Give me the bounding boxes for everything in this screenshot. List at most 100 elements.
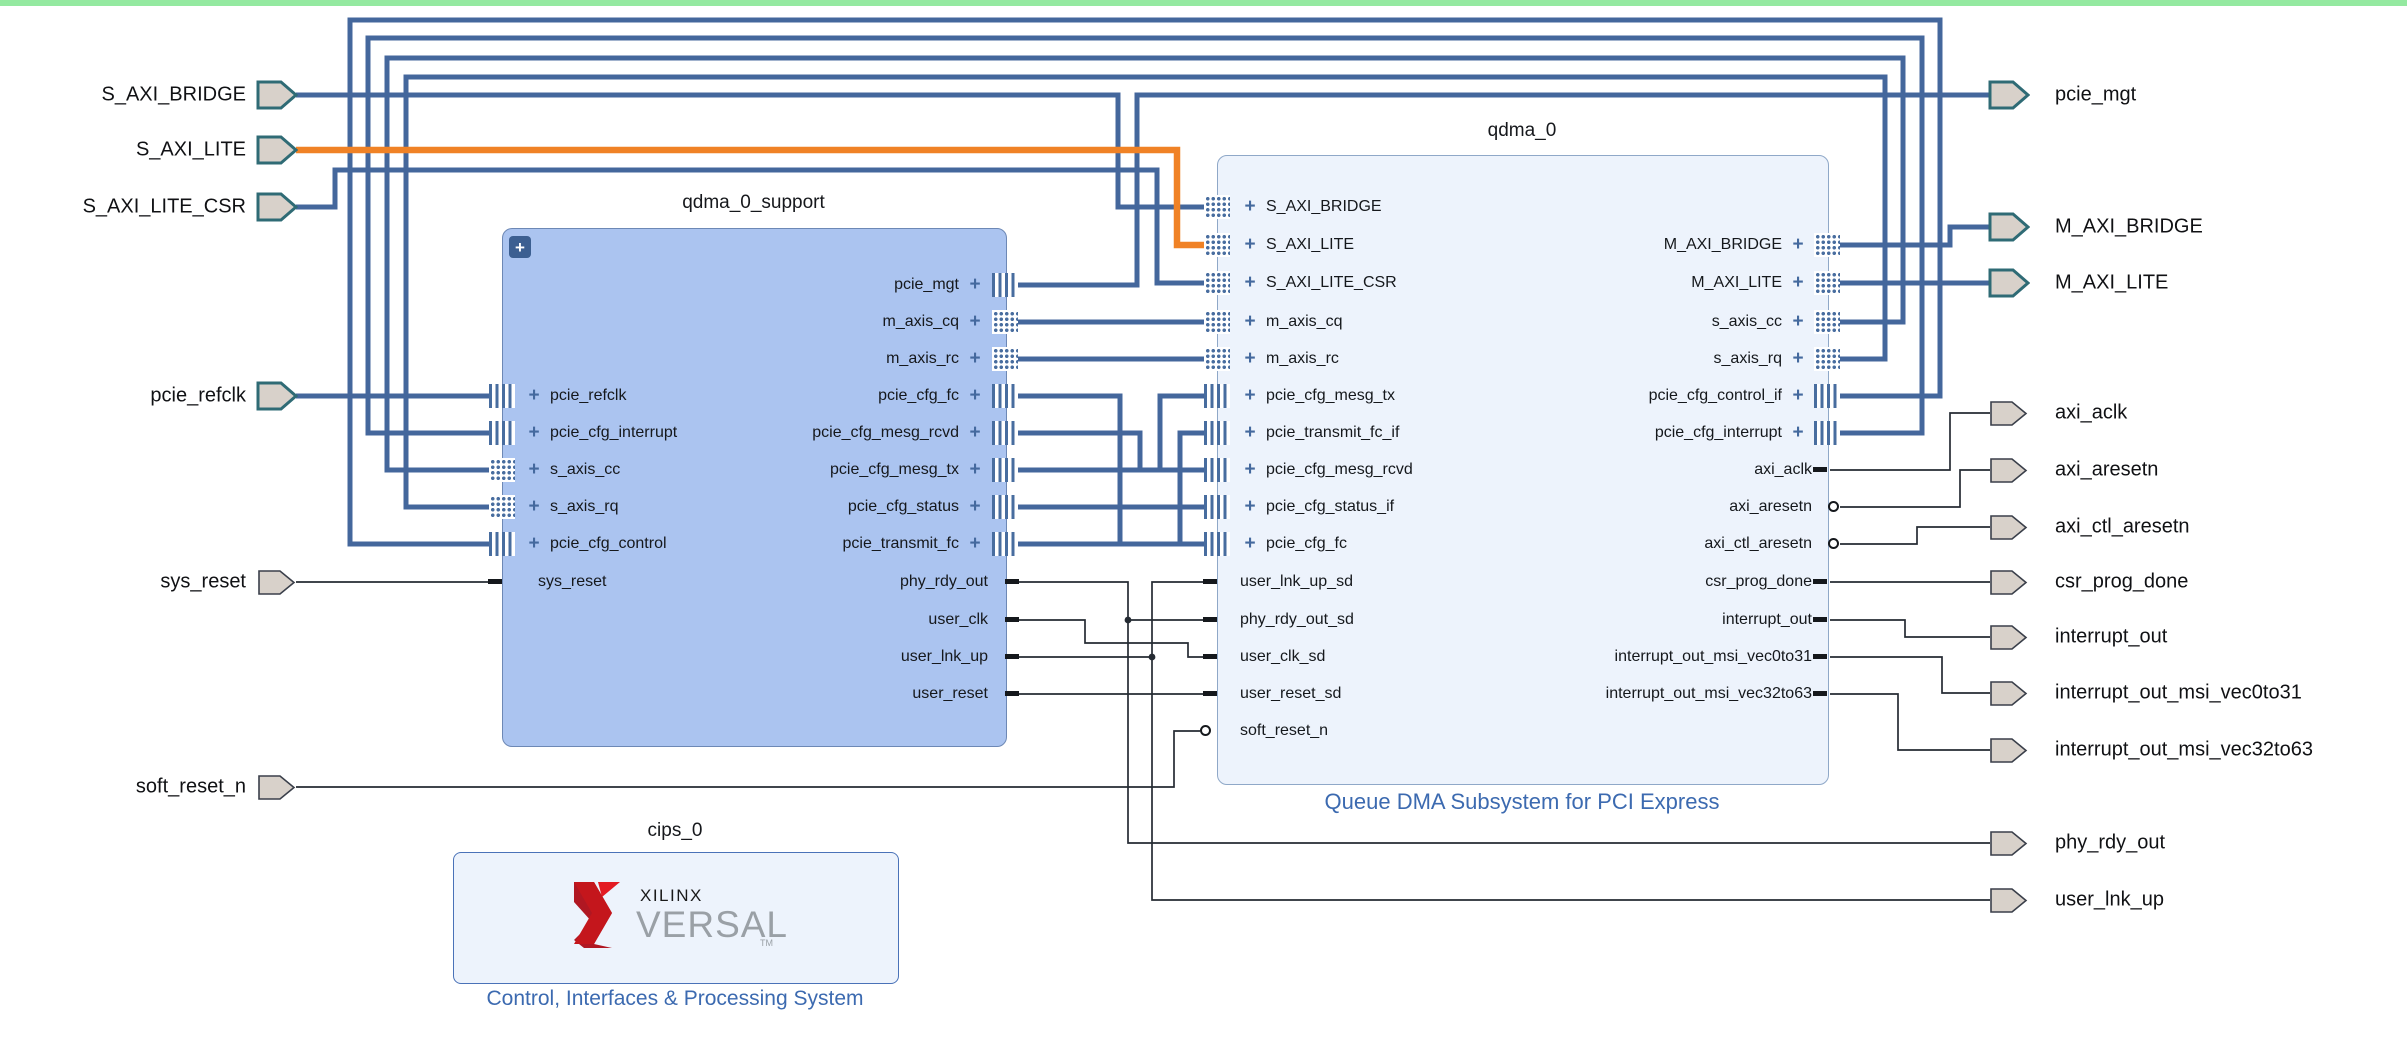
net-axi-aclk[interactable] — [1830, 412, 1990, 471]
net-soft-reset-n[interactable] — [296, 730, 1200, 788]
net-pcie-mgt[interactable] — [1012, 92, 1990, 288]
interface-pin-stub[interactable] — [1814, 271, 1840, 295]
pin-stub[interactable] — [1005, 691, 1019, 696]
port-qdma-s-axi-lite-csr[interactable]: + S_AXI_LITE_CSR — [1240, 270, 1396, 296]
net-pcie-cfg-mesg-rcvd[interactable] — [1012, 430, 1212, 473]
interface-pin-stub[interactable] — [1204, 532, 1230, 556]
port-qdma-pcie-cfg-mesg-rcvd[interactable]: + pcie_cfg_mesg_rcvd — [1240, 457, 1412, 483]
net-pcie-transmit-fc[interactable] — [1012, 430, 1212, 547]
port-qdma-soft-reset-n[interactable]: soft_reset_n — [1240, 718, 1328, 744]
external-signal-port[interactable] — [258, 775, 296, 800]
net-axi-aresetn[interactable] — [1840, 469, 1990, 508]
external-signal-port[interactable] — [1990, 681, 2028, 706]
port-support-user-clk[interactable]: user_clk — [700, 607, 988, 633]
external-signal-port[interactable] — [1990, 831, 2028, 856]
port-qdma-axi-aresetn[interactable]: axi_aresetn — [1450, 494, 1812, 520]
interface-pin-stub[interactable] — [1814, 310, 1840, 334]
port-support-pcie-transmit-fc[interactable]: pcie_transmit_fc + — [700, 531, 985, 557]
port-qdma-axi-ctl-aresetn[interactable]: axi_ctl_aresetn — [1450, 531, 1812, 557]
port-support-m-axis-cq[interactable]: m_axis_cq + — [700, 309, 985, 335]
port-support-pcie-cfg-fc[interactable]: pcie_cfg_fc + — [700, 383, 985, 409]
port-support-pcie-mgt[interactable]: pcie_mgt + — [700, 272, 985, 298]
port-qdma-user-lnk-up-sd[interactable]: user_lnk_up_sd — [1240, 569, 1353, 595]
port-qdma-s-axi-bridge[interactable]: + S_AXI_BRIDGE — [1240, 194, 1381, 220]
port-support-s-axis-cc[interactable]: + s_axis_cc — [524, 457, 620, 483]
port-qdma-pcie-cfg-status-if[interactable]: + pcie_cfg_status_if — [1240, 494, 1394, 520]
net-s-axi-lite-csr[interactable] — [296, 167, 1212, 286]
net-axi-ctl-aresetn[interactable] — [1840, 526, 1990, 545]
pin-stub[interactable] — [1813, 691, 1827, 696]
pin-stub[interactable] — [1005, 617, 1019, 622]
port-qdma-m-axis-rc[interactable]: + m_axis_rc — [1240, 346, 1338, 372]
port-support-user-reset[interactable]: user_reset — [700, 681, 988, 707]
port-support-pcie-cfg-status[interactable]: pcie_cfg_status + — [700, 494, 985, 520]
pin-stub[interactable] — [1005, 579, 1019, 584]
interface-pin-stub[interactable] — [992, 273, 1018, 297]
interface-pin-stub[interactable] — [992, 532, 1018, 556]
interface-pin-stub[interactable] — [489, 384, 515, 408]
pin-stub[interactable] — [1203, 691, 1217, 696]
net-interrupt-out[interactable] — [1830, 619, 1990, 638]
port-qdma-s-axi-lite[interactable]: + S_AXI_LITE — [1240, 232, 1354, 258]
external-signal-port[interactable] — [258, 570, 296, 595]
external-interface-port[interactable] — [256, 80, 298, 110]
pin-stub[interactable] — [1203, 654, 1217, 659]
external-interface-port[interactable] — [1988, 80, 2030, 110]
port-qdma-user-reset-sd[interactable]: user_reset_sd — [1240, 681, 1341, 707]
interface-pin-stub[interactable] — [992, 421, 1018, 445]
interface-pin-stub[interactable] — [992, 458, 1018, 482]
port-qdma-pcie-cfg-interrupt[interactable]: pcie_cfg_interrupt + — [1450, 420, 1808, 446]
block-qdma-0[interactable] — [1217, 155, 1829, 785]
port-qdma-m-axi-bridge[interactable]: M_AXI_BRIDGE + — [1450, 232, 1808, 258]
port-support-pcie-refclk[interactable]: + pcie_refclk — [524, 383, 626, 409]
port-qdma-user-clk-sd[interactable]: user_clk_sd — [1240, 644, 1325, 670]
net-pcie-cfg-mesg-tx[interactable] — [1012, 393, 1212, 473]
external-signal-port[interactable] — [1990, 888, 2028, 913]
port-qdma-m-axis-cq[interactable]: + m_axis_cq — [1240, 309, 1342, 335]
pin-stub[interactable] — [1203, 579, 1217, 584]
interface-pin-stub[interactable] — [1204, 495, 1230, 519]
interface-pin-stub[interactable] — [489, 421, 515, 445]
interface-pin-stub[interactable] — [1204, 458, 1230, 482]
external-signal-port[interactable] — [1990, 570, 2028, 595]
external-signal-port[interactable] — [1990, 625, 2028, 650]
port-qdma-m-axi-lite[interactable]: M_AXI_LITE + — [1450, 270, 1808, 296]
interface-pin-stub[interactable] — [1814, 233, 1840, 257]
port-qdma-pcie-cfg-fc[interactable]: + pcie_cfg_fc — [1240, 531, 1347, 557]
port-qdma-pcie-cfg-control-if[interactable]: pcie_cfg_control_if + — [1450, 383, 1808, 409]
interface-pin-stub[interactable] — [489, 495, 515, 519]
port-qdma-pcie-transmit-fc-if[interactable]: + pcie_transmit_fc_if — [1240, 420, 1399, 446]
external-signal-port[interactable] — [1990, 515, 2028, 540]
interface-pin-stub[interactable] — [992, 347, 1018, 371]
interface-pin-stub[interactable] — [1814, 347, 1840, 371]
block-qdma-0-support[interactable] — [502, 228, 1007, 747]
pin-stub[interactable] — [488, 579, 502, 584]
external-signal-port[interactable] — [1990, 738, 2028, 763]
net-m-axi-bridge[interactable] — [1834, 224, 1990, 248]
pin-stub[interactable] — [1813, 654, 1827, 659]
interface-pin-stub[interactable] — [1204, 271, 1230, 295]
port-qdma-csr-prog-done[interactable]: csr_prog_done — [1450, 569, 1812, 595]
port-qdma-s-axis-cc[interactable]: s_axis_cc + — [1450, 309, 1808, 335]
interface-pin-stub[interactable] — [1204, 421, 1230, 445]
interface-pin-stub[interactable] — [489, 532, 515, 556]
port-qdma-interrupt-out-msi-vec0to31[interactable]: interrupt_out_msi_vec0to31 — [1450, 644, 1812, 670]
interface-pin-stub[interactable] — [992, 310, 1018, 334]
interface-pin-stub[interactable] — [1814, 421, 1840, 445]
net-interrupt-out-msi-vec32to63[interactable] — [1830, 693, 1990, 751]
pin-stub[interactable] — [1813, 617, 1827, 622]
port-support-pcie-cfg-mesg-rcvd[interactable]: pcie_cfg_mesg_rcvd + — [700, 420, 985, 446]
external-interface-port[interactable] — [1988, 212, 2030, 242]
net-user-clk[interactable] — [1006, 619, 1206, 658]
port-qdma-phy-rdy-out-sd[interactable]: phy_rdy_out_sd — [1240, 607, 1354, 633]
port-support-pcie-cfg-interrupt[interactable]: + pcie_cfg_interrupt — [524, 420, 677, 446]
pin-stub[interactable] — [1203, 617, 1217, 622]
port-qdma-axi-aclk[interactable]: axi_aclk — [1450, 457, 1812, 483]
net-s-axis-rq-feedback[interactable] — [403, 74, 1888, 510]
pin-stub[interactable] — [1813, 579, 1827, 584]
interface-pin-stub[interactable] — [1814, 384, 1840, 408]
external-interface-port[interactable] — [256, 135, 298, 165]
port-qdma-interrupt-out-msi-vec32to63[interactable]: interrupt_out_msi_vec32to63 — [1450, 681, 1812, 707]
interface-pin-stub[interactable] — [1204, 233, 1230, 257]
port-support-sys-reset[interactable]: sys_reset — [538, 569, 606, 595]
